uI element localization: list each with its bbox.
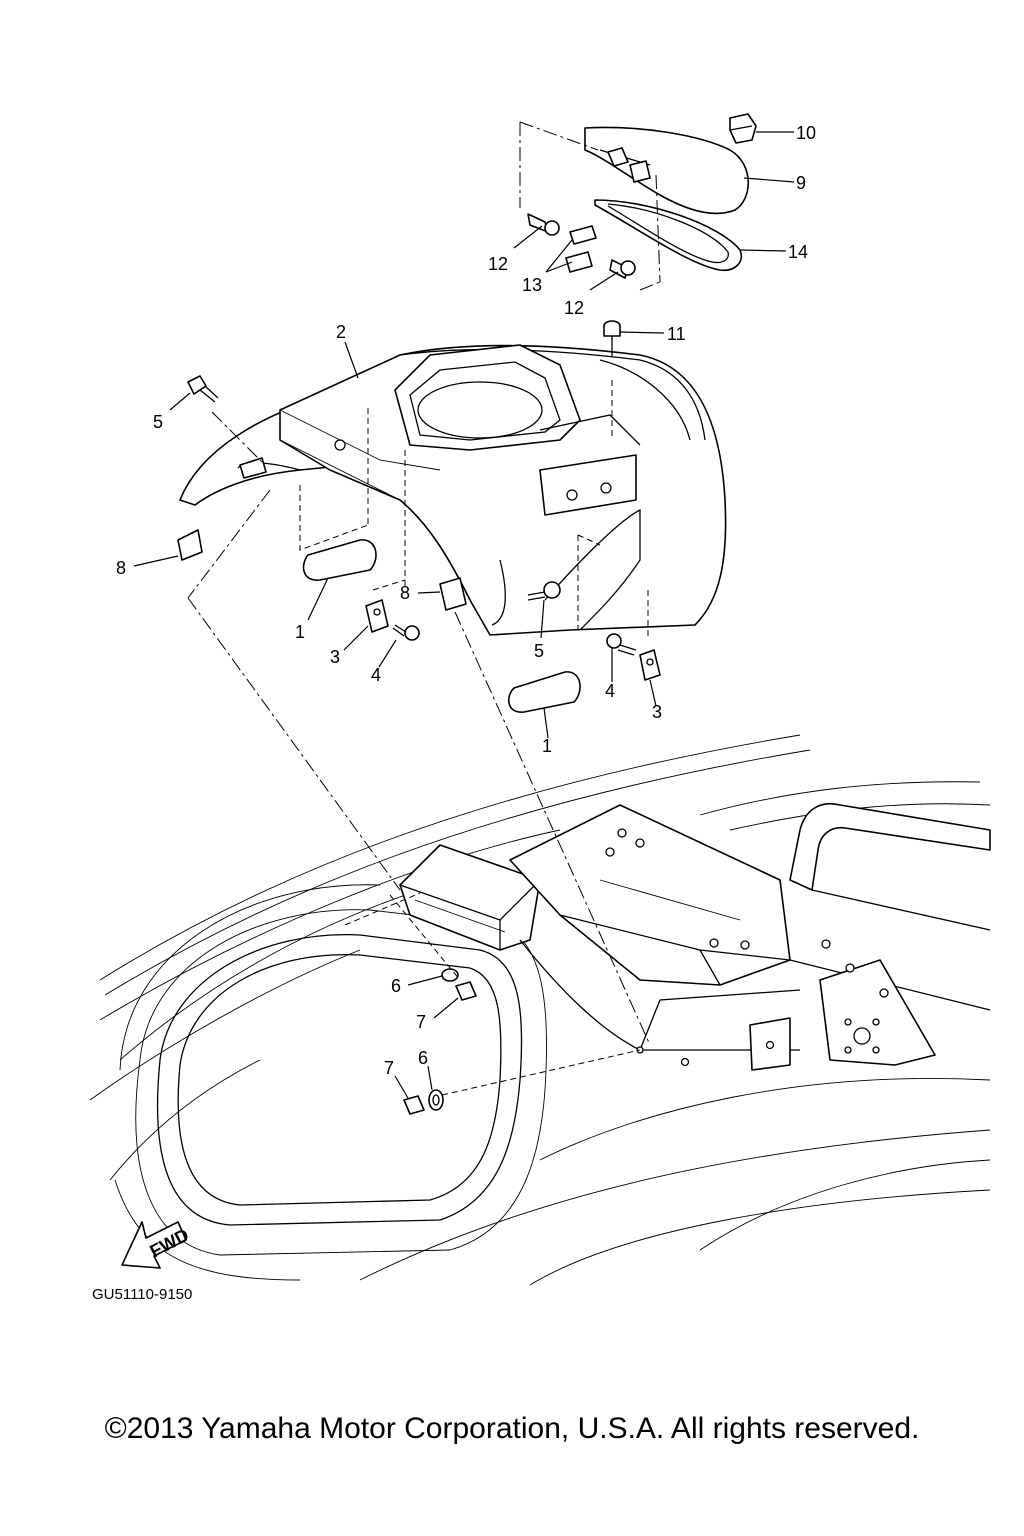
callout-4-right: 4 bbox=[605, 681, 615, 701]
lid-assembly bbox=[519, 113, 757, 291]
callout-4-left: 4 bbox=[371, 665, 381, 685]
washer-6-lower bbox=[428, 1089, 444, 1111]
hull-deck bbox=[89, 734, 991, 1286]
main-cover-part-2 bbox=[179, 344, 727, 640]
callout-13: 13 bbox=[522, 275, 542, 295]
clip-8-left bbox=[177, 529, 203, 561]
pad-1-left bbox=[302, 539, 377, 581]
nut-7-upper bbox=[455, 981, 477, 1001]
callout-9: 9 bbox=[796, 173, 806, 193]
bolt-4-right bbox=[606, 633, 637, 656]
callout-11: 11 bbox=[667, 324, 686, 344]
callout-12-lower: 12 bbox=[564, 298, 584, 318]
callout-1-left: 1 bbox=[295, 622, 305, 642]
bolt-5-left bbox=[187, 375, 219, 403]
screw-11 bbox=[603, 320, 621, 356]
nut-7-lower bbox=[403, 1095, 425, 1115]
callout-5-center: 5 bbox=[534, 641, 544, 661]
callout-7-upper: 7 bbox=[416, 1012, 426, 1032]
callout-leaders bbox=[133, 131, 795, 1099]
callout-6-lower: 6 bbox=[418, 1048, 428, 1068]
callout-5-left: 5 bbox=[153, 412, 163, 432]
callout-14: 14 bbox=[788, 242, 808, 262]
callout-2: 2 bbox=[336, 322, 346, 342]
callout-10: 10 bbox=[796, 123, 816, 143]
callout-7-lower: 7 bbox=[384, 1058, 394, 1078]
pad-1-right bbox=[507, 671, 581, 713]
callout-8-center: 8 bbox=[400, 583, 410, 603]
copyright-notice: ©2013 Yamaha Motor Corporation, U.S.A. A… bbox=[104, 1412, 920, 1445]
callout-3-left: 3 bbox=[330, 647, 340, 667]
callout-6-upper: 6 bbox=[391, 976, 401, 996]
bolt-4-left bbox=[392, 624, 420, 641]
callout-labels: 10 9 14 12 13 12 11 2 5 8 1 3 4 8 5 4 3 … bbox=[116, 123, 816, 1078]
callout-1-right: 1 bbox=[542, 736, 552, 756]
bracket-3-left bbox=[365, 599, 389, 633]
diagram-code: GU51110-9150 bbox=[92, 1286, 192, 1303]
callout-8-left: 8 bbox=[116, 558, 126, 578]
callout-3-right: 3 bbox=[652, 702, 662, 722]
callout-12-upper: 12 bbox=[488, 254, 508, 274]
clip-8-center bbox=[439, 577, 467, 611]
hardware bbox=[177, 375, 661, 1115]
bolt-5-center bbox=[527, 581, 561, 601]
assembly-guides bbox=[187, 411, 651, 1096]
